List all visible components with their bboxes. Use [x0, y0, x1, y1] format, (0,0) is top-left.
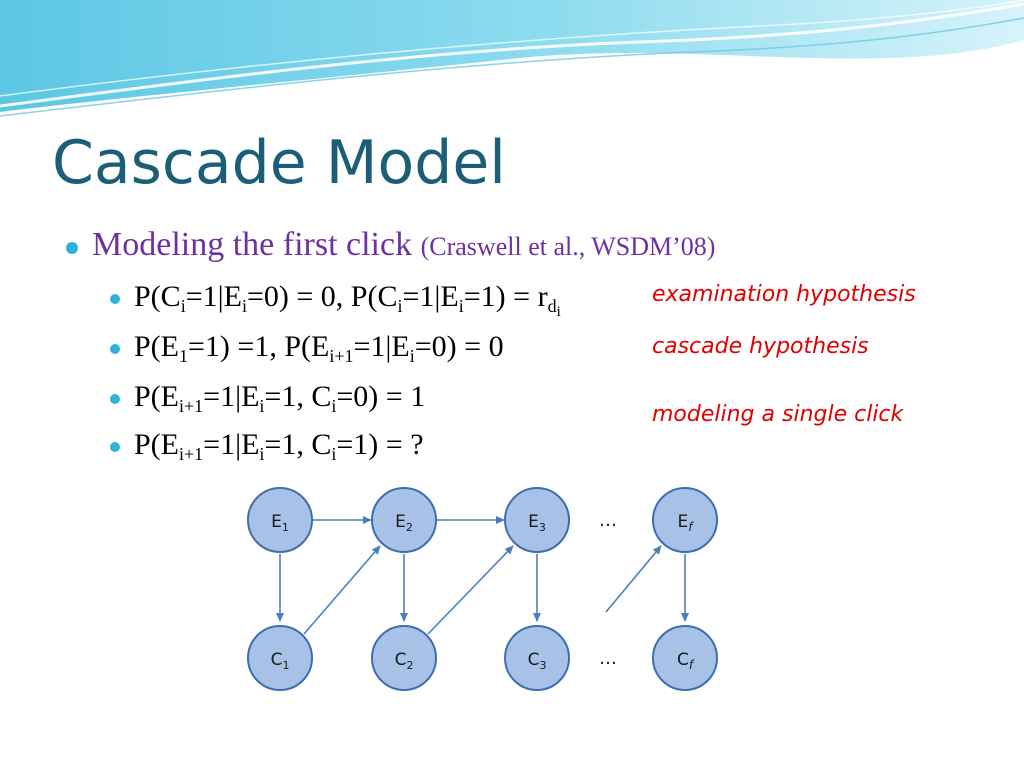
bullet-level1-text: Modeling the first click [92, 226, 413, 263]
node-ef: Ef [652, 487, 718, 553]
svg-text:C1: C1 [271, 650, 290, 672]
bullet-dot-level2 [110, 294, 120, 304]
header-wave-decoration [0, 0, 1024, 117]
ellipsis-top: … [599, 510, 617, 531]
formula-after-click: P(Ei+1=1|Ei=1, Ci=1) = ? [134, 428, 424, 464]
formula-cascade: P(E1=1) =1, P(Ei+1=1|Ei=0) = 0 [134, 330, 504, 366]
edge-c1-e2 [303, 545, 381, 635]
bullet-dot-level2 [110, 442, 120, 452]
svg-text:Cf: Cf [677, 650, 695, 672]
note-single-click: modeling a single click [652, 402, 904, 427]
citation: (Craswell et al., WSDM’08) [420, 232, 716, 261]
bullet-dot-level2 [110, 394, 120, 404]
node-e3: E3 [504, 487, 570, 553]
bullet-level1: Modeling the first click (Craswell et al… [92, 226, 715, 264]
formula-no-click: P(Ei+1=1|Ei=1, Ci=0) = 1 [134, 380, 426, 416]
cascade-diagram: E1 E2 E3 Ef C1 C2 C3 Cf … … [240, 484, 722, 694]
bullet-dot-level2 [110, 344, 120, 354]
svg-text:Ef: Ef [678, 512, 695, 534]
node-e2: E2 [371, 487, 437, 553]
svg-text:C2: C2 [395, 650, 414, 672]
svg-text:E3: E3 [528, 512, 546, 534]
slide-title: Cascade Model [52, 128, 506, 198]
formula-examination: P(Ci=1|Ei=0) = 0, P(Ci=1|Ei=1) = rdi [134, 280, 561, 320]
node-cf: Cf [652, 625, 718, 691]
bullet-dot-level1 [66, 242, 78, 254]
node-c1: C1 [247, 625, 313, 691]
edge-into-ef [605, 545, 662, 613]
svg-text:E1: E1 [271, 512, 289, 534]
node-e1: E1 [247, 487, 313, 553]
note-cascade-hypothesis: cascade hypothesis [652, 334, 869, 359]
edge-c2-e3 [427, 545, 514, 635]
svg-text:C3: C3 [528, 650, 547, 672]
note-examination-hypothesis: examination hypothesis [652, 282, 916, 307]
ellipsis-bottom: … [599, 648, 617, 669]
node-c3: C3 [504, 625, 570, 691]
svg-text:E2: E2 [395, 512, 413, 534]
node-c2: C2 [371, 625, 437, 691]
